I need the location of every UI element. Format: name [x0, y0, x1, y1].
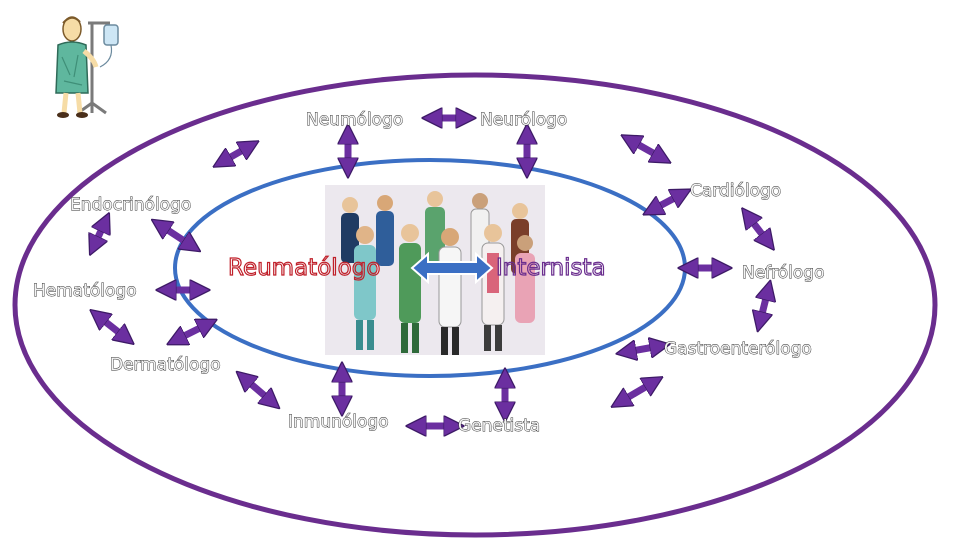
center-reumatologo: Reumatólogo	[228, 255, 380, 281]
node-nefrologo: Nefrólogo	[742, 263, 825, 283]
arrow-outer-topright	[630, 140, 662, 158]
patient-iv-drip-icon	[30, 5, 130, 120]
node-neumologo: Neumólogo	[306, 110, 403, 130]
node-endocrinologo: Endocrinólogo	[70, 195, 191, 215]
arrow-cardio-nefro	[748, 216, 768, 242]
arrow-derma-bottom	[244, 378, 272, 402]
arrow-derma-inner	[176, 324, 208, 340]
node-hematologo: Hematólogo	[33, 281, 137, 301]
node-cardiologo: Cardiólogo	[690, 181, 781, 201]
arrow-hema-derma	[98, 316, 126, 338]
node-genetista: Genetista	[458, 416, 540, 436]
node-inmunologo: Inmunólogo	[288, 412, 389, 432]
arrow-cardio-inner	[652, 194, 682, 210]
arrow-outer-topleft	[222, 146, 250, 162]
center-double-arrow	[410, 251, 494, 285]
node-dermatologo: Dermatólogo	[110, 355, 221, 375]
arrow-outer-bottomright	[620, 382, 654, 402]
medical-team-icon	[325, 185, 545, 355]
arrow-endo-inner	[160, 225, 192, 246]
connector-arrows	[94, 118, 768, 426]
arrow-endo-hema	[94, 222, 105, 246]
arrow-nefro-gastro	[760, 290, 768, 322]
node-gastroenterologo: Gastroenterólogo	[664, 339, 812, 359]
arrow-gastro-inner	[626, 346, 660, 352]
center-internista: Internista	[496, 255, 606, 281]
outer-ellipse	[12, 72, 938, 538]
node-neurologo: Neurólogo	[480, 110, 567, 130]
